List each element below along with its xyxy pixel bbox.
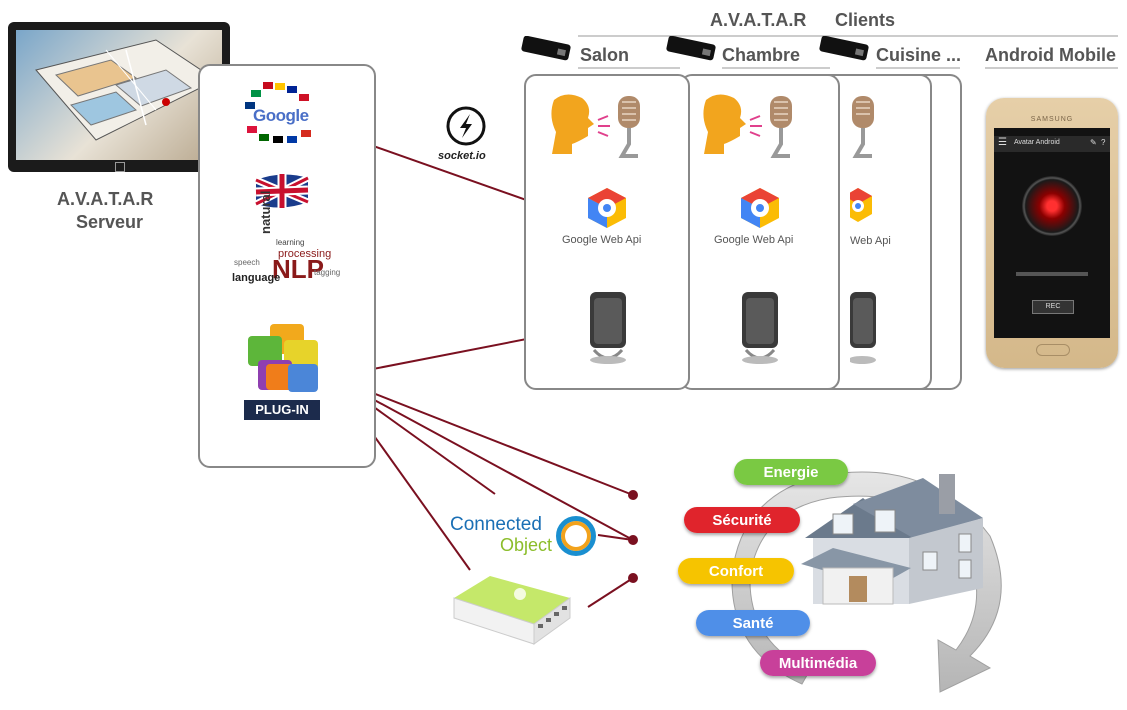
dot-securite [628, 535, 638, 545]
server-tablet [8, 22, 230, 172]
plugin-label: PLUG-IN [244, 400, 320, 420]
flags-icon [245, 82, 311, 143]
level-bar [1016, 272, 1088, 276]
windows-button-icon [115, 162, 125, 172]
phone-brand: SAMSUNG [1030, 116, 1074, 123]
speaking-head-icon [703, 94, 792, 158]
settings-icon[interactable]: ✎ [1090, 138, 1097, 147]
server-subtitle: Serveur [76, 212, 144, 232]
domain-label-confort: Confort [708, 562, 764, 580]
cuisine-clip: Web Api [850, 90, 896, 380]
help-icon[interactable]: ? [1101, 138, 1106, 147]
gapi-label-chambre: Google Web Api [714, 234, 794, 246]
rec-button-label: REC [1045, 303, 1061, 310]
nlp-word: natural [258, 190, 273, 234]
cuisine-devices-icon [850, 96, 876, 364]
connected-object-line2: Object [500, 535, 553, 555]
google-translate-block: Google [243, 80, 323, 150]
clients-title: A.V.A.T.A.R [710, 10, 807, 30]
google-logo: Google [253, 106, 309, 125]
connected-object-ring-icon [556, 516, 596, 556]
stick-pc-icon [819, 36, 869, 61]
socketio-icon [446, 106, 486, 146]
clients-label: Clients [835, 10, 896, 30]
plugin-block: PLUG-IN [244, 320, 326, 424]
link-box-to-confort [587, 577, 634, 608]
domain-pill-confort: Confort [678, 558, 794, 584]
app-title: Avatar Android [1014, 139, 1060, 146]
speaking-head-icon [551, 94, 640, 158]
speaker-icon [590, 292, 626, 364]
mobile-name: Android Mobile [985, 45, 1116, 65]
nlp-word: learning [276, 238, 305, 247]
domain-pill-securite: Sécurité [684, 507, 800, 533]
domain-label-energie: Energie [763, 463, 819, 481]
menu-icon[interactable]: ☰ [998, 137, 1007, 148]
app-bar: ☰ Avatar Android ✎ ? [994, 136, 1110, 152]
gapi-label-cuisine: Web Api [850, 235, 891, 247]
stick-pc-icon [521, 36, 571, 61]
nlp-word: speech [234, 258, 260, 267]
house-icon [801, 474, 983, 605]
room-name-cuisine: Cuisine ... [876, 45, 962, 65]
nlp-word-cloud: natural processing learning NLP language… [230, 191, 342, 296]
home-automation-box-icon [453, 576, 571, 645]
nlp-word: NLP [272, 254, 324, 284]
plugin-cubes-icon [248, 324, 318, 392]
connected-object-logo: Connected Object [448, 512, 598, 562]
socketio-logo: socket.io [436, 104, 496, 164]
domain-pill-sante: Santé [696, 610, 810, 636]
server-panel [198, 64, 376, 468]
dot-energie [628, 490, 638, 500]
domain-pill-multimedia: Multimédia [760, 650, 876, 676]
nlp-word: tagging [314, 268, 341, 277]
server-title: A.V.A.T.A.R [57, 189, 154, 209]
socketio-label: socket.io [438, 150, 486, 162]
server-screen [16, 30, 222, 160]
dot-confort [628, 573, 638, 583]
phone-screen: ☰ Avatar Android ✎ ? REC [994, 128, 1110, 338]
link-plugin-to-securite [331, 376, 634, 541]
speaker-icon [742, 292, 778, 364]
nlp-word: processing [278, 248, 332, 260]
home-button[interactable] [1036, 344, 1070, 356]
domain-label-sante: Santé [732, 614, 774, 632]
floorplan-image [35, 39, 217, 141]
english-flag-icon [254, 174, 310, 208]
google-cloud-icon [741, 188, 779, 228]
link-plugin-to-energie [331, 376, 634, 496]
android-phone: SAMSUNG ☰ Avatar Android ✎ ? REC [986, 98, 1118, 368]
google-cloud-icon [588, 188, 626, 228]
domain-label-multimedia: Multimédia [778, 654, 858, 672]
rec-button[interactable]: REC [1032, 300, 1074, 314]
gapi-label-salon: Google Web Api [562, 234, 642, 246]
nlp-word: language [232, 272, 281, 284]
domain-pill-energie: Energie [734, 459, 848, 485]
room-name-chambre: Chambre [722, 45, 801, 65]
stick-pc-icon [666, 36, 716, 61]
link-connected-to-securite [597, 534, 634, 541]
domain-label-securite: Sécurité [712, 511, 772, 529]
room-name-salon: Salon [580, 45, 630, 65]
hal-eye-icon [1022, 176, 1082, 236]
connected-object-line1: Connected [450, 514, 542, 535]
